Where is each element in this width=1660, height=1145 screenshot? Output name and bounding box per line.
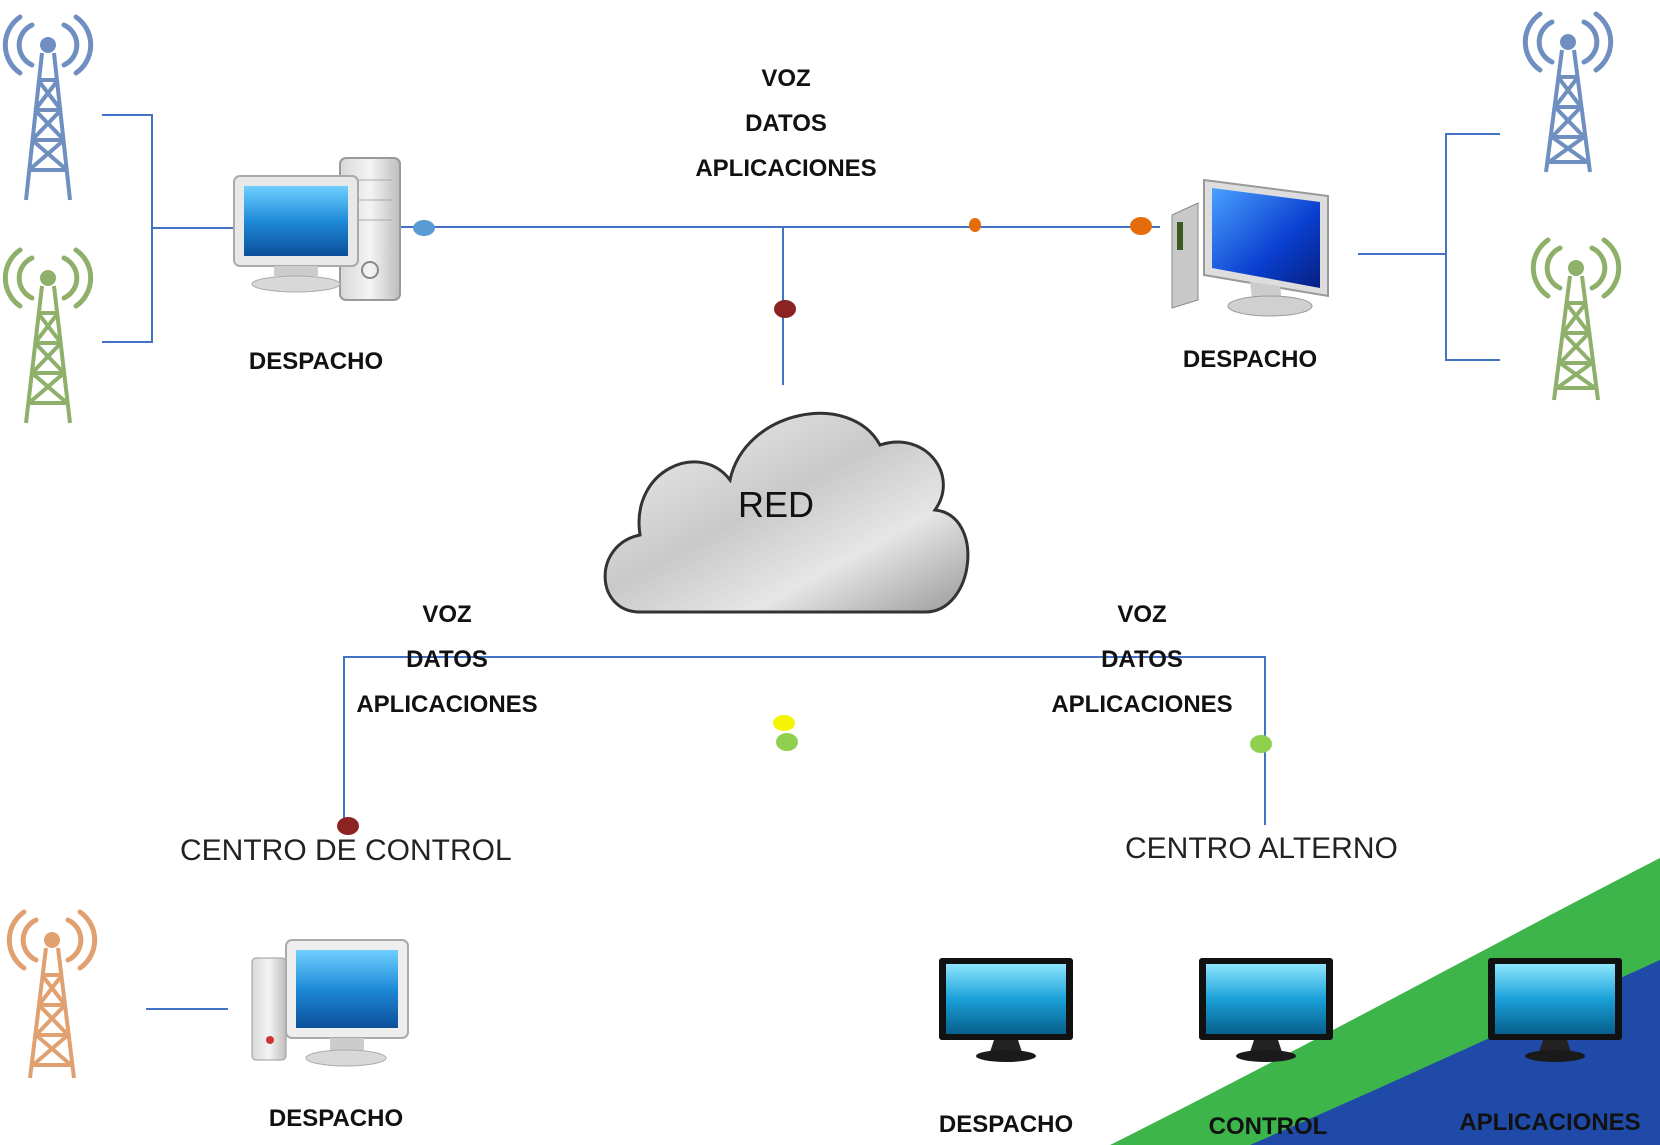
computer-icon-bottomleft xyxy=(251,939,409,1067)
label-line-datos: DATOS xyxy=(1101,646,1183,673)
computer-icon-topleft xyxy=(233,157,401,301)
computer-icon-topright xyxy=(1171,178,1329,317)
despacho-label-bottomleft: DESPACHO xyxy=(268,1105,404,1132)
monitor-label-aplicaciones: APLICACIONES xyxy=(1459,1109,1641,1136)
dot-yellow xyxy=(773,715,795,731)
despacho-label-topright: DESPACHO xyxy=(1182,346,1318,373)
tower-icon-orange-bottomleft xyxy=(6,909,98,1079)
centro-de-control-label: CENTRO DE CONTROL xyxy=(180,834,512,867)
monitor-label-control: CONTROL xyxy=(1208,1113,1328,1140)
tower-icon-green-topright xyxy=(1530,237,1622,401)
connection-lines xyxy=(102,114,1500,1010)
tower-icon-green-topleft xyxy=(2,247,94,424)
monitor-label-despacho: DESPACHO xyxy=(938,1111,1074,1138)
swoosh-decoration xyxy=(1110,858,1660,1145)
monitor-icon-control xyxy=(1199,958,1333,1062)
label-line-voz: VOZ xyxy=(1117,601,1167,628)
label-top-voz-datos-aplicaciones: VOZ DATOS APLICACIONES xyxy=(676,56,896,191)
label-line-aplicaciones: APLICACIONES xyxy=(1051,691,1233,718)
cloud-icon xyxy=(603,411,970,614)
dot-green-center xyxy=(776,733,798,751)
dot-orange xyxy=(1130,217,1152,235)
label-line-voz: VOZ xyxy=(761,65,811,92)
centro-alterno-label: CENTRO ALTERNO xyxy=(1125,832,1398,865)
label-line-aplicaciones: APLICACIONES xyxy=(695,155,877,182)
monitor-icon-despacho xyxy=(939,958,1073,1062)
tower-icon-blue-topleft xyxy=(2,14,94,201)
label-line-aplicaciones: APLICACIONES xyxy=(356,691,538,718)
label-left-voz-datos-aplicaciones: VOZ DATOS APLICACIONES xyxy=(337,592,557,727)
despacho-label-topleft: DESPACHO xyxy=(248,348,384,375)
dot-orange-small xyxy=(969,218,981,232)
dot-blue xyxy=(413,220,435,236)
dot-darkred-top xyxy=(774,300,796,318)
monitor-icon-aplicaciones xyxy=(1488,958,1622,1062)
label-line-datos: DATOS xyxy=(406,646,488,673)
dot-darkred-bottom xyxy=(337,817,359,835)
label-line-datos: DATOS xyxy=(745,110,827,137)
label-line-voz: VOZ xyxy=(422,601,472,628)
label-right-voz-datos-aplicaciones: VOZ DATOS APLICACIONES xyxy=(1032,592,1252,727)
dot-green-right xyxy=(1250,735,1272,753)
tower-icon-blue-topright xyxy=(1522,11,1614,173)
cloud-label: RED xyxy=(738,484,815,525)
